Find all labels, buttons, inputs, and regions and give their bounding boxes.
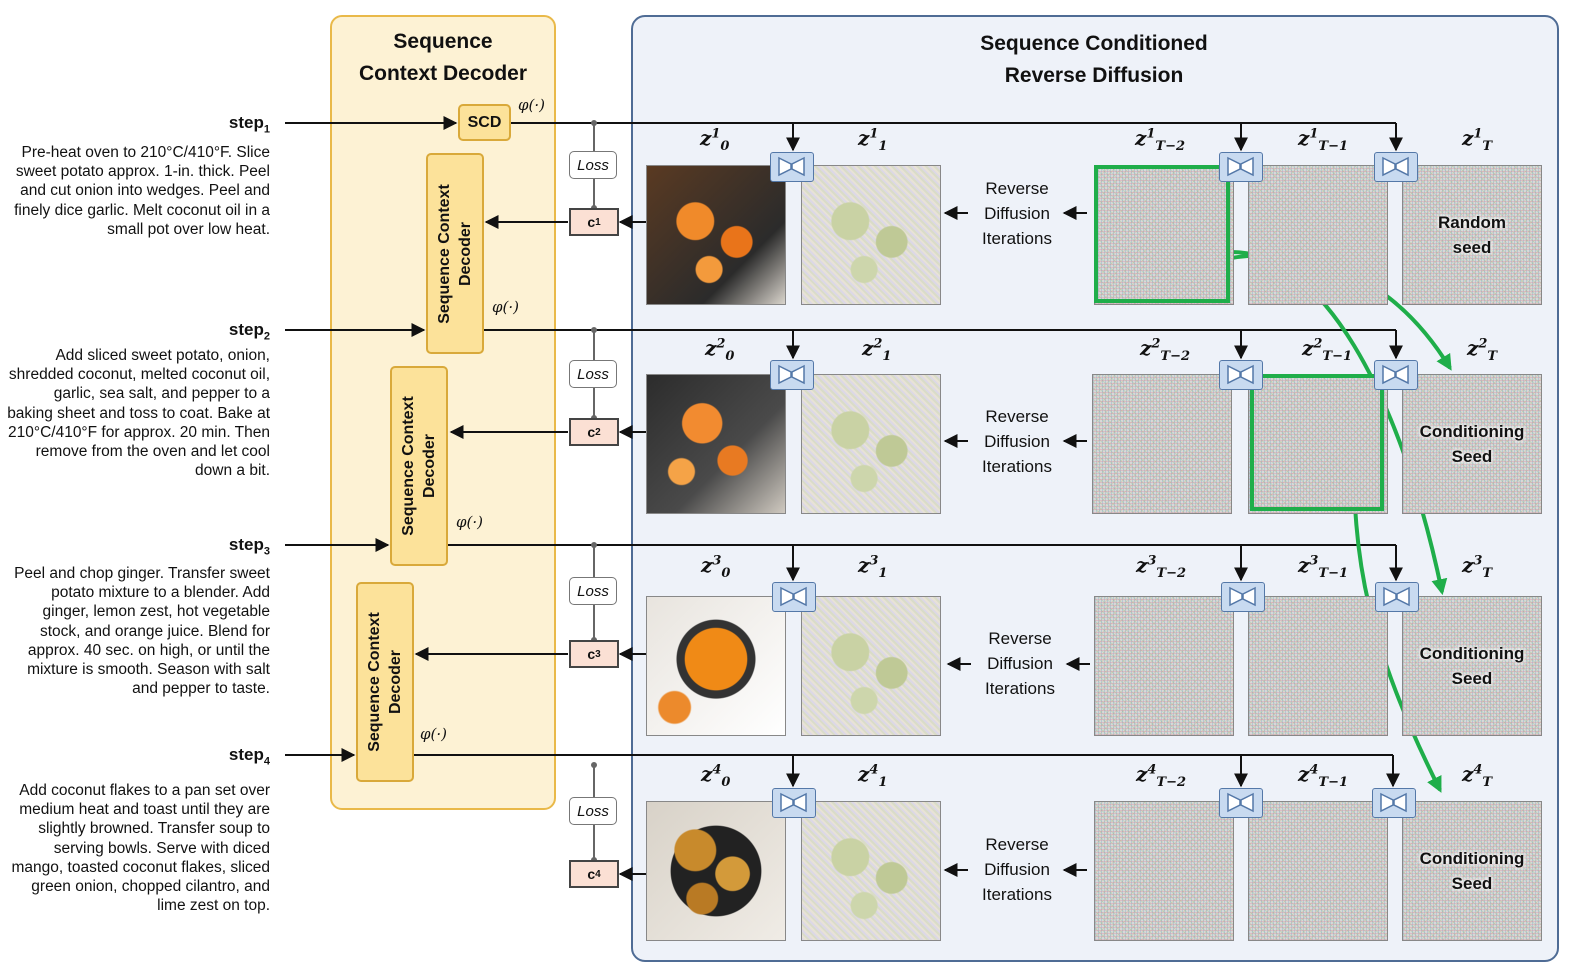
step-4-text: Add coconut flakes to a pan set over med…: [11, 782, 270, 915]
step-2-label: step2: [228, 320, 270, 343]
generated-image-z0-1: [646, 165, 786, 305]
loss-box-3: Loss: [569, 577, 617, 605]
unet-block-icon: [1219, 152, 1263, 182]
highlight-box-1: [1094, 165, 1230, 303]
phi-label-4: φ(·): [420, 725, 447, 743]
unet-block-icon: [772, 582, 816, 612]
z-label-0-4: z40: [701, 762, 731, 790]
latent-image-z1-3: [801, 596, 941, 736]
z-label-t-2: z2T: [1467, 336, 1498, 364]
generated-image-z0-4: [646, 801, 786, 941]
step-2-text: Add sliced sweet potato, onion, shredded…: [7, 347, 270, 480]
z-label-tm1-1: z1T−1: [1298, 126, 1349, 154]
phi-label-2: φ(·): [492, 298, 519, 316]
z-label-1-2: z21: [862, 336, 892, 364]
step-1-text: Pre-heat oven to 210°C/410°F. Slice swee…: [14, 144, 270, 238]
noise-image-tm2-2: [1092, 374, 1232, 514]
z-label-tm1-3: z3T−1: [1298, 553, 1349, 581]
noise-image-tm1-1: [1248, 165, 1388, 305]
z-label-1-4: z41: [858, 762, 888, 790]
step-3-label: step3: [228, 535, 270, 558]
loss-box-1: Loss: [569, 151, 617, 179]
highlight-box-2: [1250, 374, 1384, 511]
right-panel-title: Sequence Conditioned Reverse Diffusion: [980, 32, 1208, 87]
unet-block-icon: [770, 360, 814, 390]
z-label-t-3: z3T: [1462, 553, 1493, 581]
loss-box-4: Loss: [569, 797, 617, 825]
scd-box: SCD: [458, 104, 511, 141]
unet-block-icon: [1374, 152, 1418, 182]
step-3-text: Peel and chop ginger. Transfer sweet pot…: [14, 565, 270, 698]
noise-image-tm2-3: [1094, 596, 1234, 736]
z-label-0-3: z30: [701, 553, 731, 581]
z-label-1-1: z11: [858, 126, 888, 154]
z-label-tm2-1: z1T−2: [1135, 126, 1186, 154]
z-label-tm1-4: z4T−1: [1298, 762, 1349, 790]
latent-image-z1-4: [801, 801, 941, 941]
unet-block-icon: [1374, 360, 1418, 390]
z-label-t-1: z1T: [1462, 126, 1493, 154]
noise-image-tm2-4: [1094, 801, 1234, 941]
left-panel-title: Sequence Context Decoder: [358, 30, 528, 85]
unet-block-icon: [1375, 582, 1419, 612]
unet-block-icon: [1219, 788, 1263, 818]
z-label-t-4: z4T: [1462, 762, 1493, 790]
step-1-label: step1: [228, 113, 270, 136]
latent-image-z1-1: [801, 165, 941, 305]
generated-image-z0-2: [646, 374, 786, 514]
phi-label-3: φ(·): [456, 513, 483, 531]
noise-image-tm2-1: [1094, 165, 1234, 305]
z-label-tm2-2: z2T−2: [1140, 336, 1191, 364]
generated-image-z0-3: [646, 596, 786, 736]
unet-block-icon: [1372, 788, 1416, 818]
step-4-label: step4: [228, 745, 270, 768]
loss-box-2: Loss: [569, 360, 617, 388]
z-label-0-1: z10: [700, 126, 730, 154]
z-label-tm2-3: z3T−2: [1136, 553, 1187, 581]
z-label-tm2-4: z4T−2: [1136, 762, 1187, 790]
unet-block-icon: [1221, 582, 1265, 612]
unet-block-icon: [770, 152, 814, 182]
noise-image-tm1-4: [1248, 801, 1388, 941]
unet-block-icon: [1219, 360, 1263, 390]
z-label-1-3: z31: [858, 553, 888, 581]
z-label-tm1-2: z2T−1: [1302, 336, 1353, 364]
noise-image-tm1-3: [1248, 596, 1388, 736]
phi-label-1: φ(·): [518, 96, 545, 114]
noise-image-tm1-2: [1248, 374, 1388, 514]
z-label-0-2: z20: [705, 336, 735, 364]
unet-block-icon: [772, 788, 816, 818]
latent-image-z1-2: [801, 374, 941, 514]
